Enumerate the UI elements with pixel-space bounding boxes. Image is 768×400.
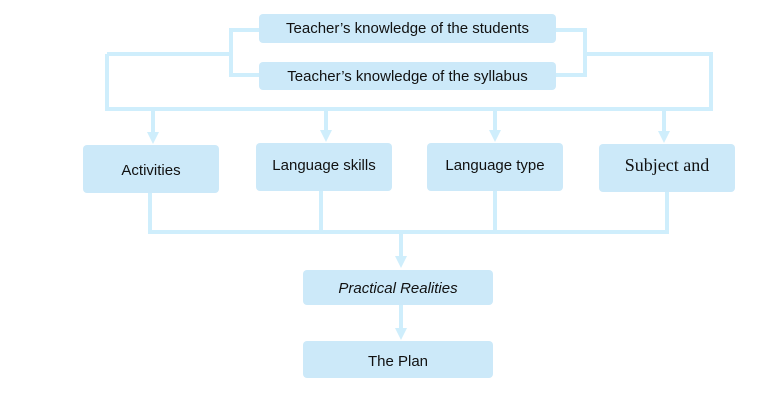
practical-realities-box: Practical Realities <box>303 270 493 305</box>
arrowhead-activities-icon <box>147 132 159 144</box>
arrowhead-subject-icon <box>658 131 670 143</box>
bracket-right-connector <box>556 28 587 77</box>
activities-label: Activities <box>121 161 181 179</box>
teacher-knowledge-syllabus-box: Teacher’s knowledge of the syllabus <box>259 62 556 90</box>
arrowhead-realities-icon <box>395 256 407 268</box>
language-type-label: Language type <box>445 157 545 174</box>
arrowhead-skills-icon <box>320 130 332 142</box>
teacher-knowledge-syllabus-label: Teacher’s knowledge of the syllabus <box>287 67 528 85</box>
merge-line-connector <box>105 52 713 111</box>
practical-realities-label: Practical Realities <box>338 280 458 297</box>
arrowhead-type-icon <box>489 130 501 142</box>
teacher-knowledge-students-box: Teacher’s knowledge of the students <box>259 14 556 43</box>
collect-line-connector <box>148 191 669 234</box>
the-plan-label: The Plan <box>367 353 429 370</box>
bracket-left-connector <box>229 28 259 77</box>
language-type-box: Language type <box>427 143 563 191</box>
subject-label: Subject and <box>624 155 710 175</box>
teacher-knowledge-students-label: Teacher’s knowledge of the students <box>286 20 529 37</box>
activities-box: Activities <box>83 145 219 193</box>
arrowhead-plan-icon <box>395 328 407 340</box>
language-skills-label: Language skills <box>272 157 376 174</box>
language-skills-box: Language skills <box>256 143 392 191</box>
the-plan-box: The Plan <box>303 341 493 378</box>
subject-box: Subject and <box>599 144 735 192</box>
